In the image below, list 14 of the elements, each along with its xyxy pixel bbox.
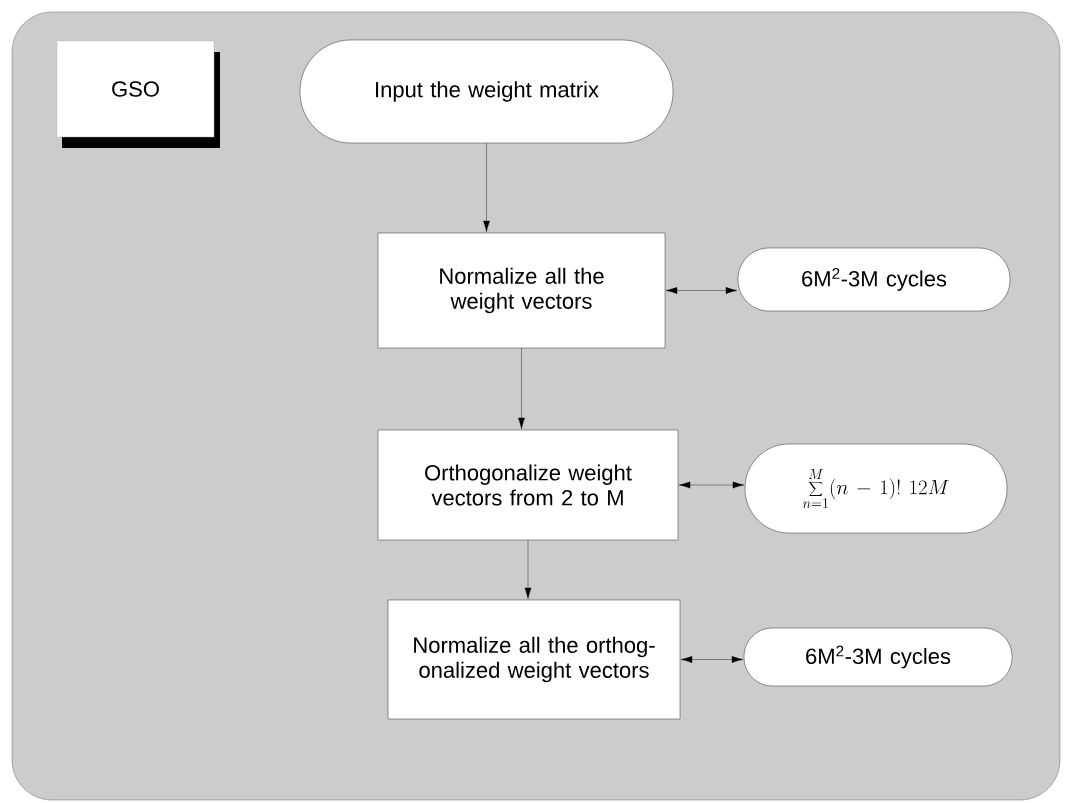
arrow <box>679 481 744 489</box>
terminal-box: 6M$^{2}$-3M cycles <box>743 627 1013 687</box>
arrow <box>666 287 737 294</box>
terminal-box: 6M$^{2}$-3M cycles <box>737 247 1011 312</box>
process-box: Normalize all the orthog-onalized weight vectors <box>387 599 681 720</box>
process-box: Normalize all the weight vectors <box>377 232 666 349</box>
arrow <box>483 143 490 232</box>
arrow <box>524 540 532 599</box>
arrow <box>518 348 525 429</box>
terminal-box: Input the weight matrix <box>299 39 674 144</box>
arrow <box>681 656 743 663</box>
title-box: GSO <box>56 40 220 148</box>
process-box: Orthogonalize weight vectors from 2 to M <box>377 429 679 541</box>
terminal-box: $\sum_{n=1}^{M}(n-1)!\ 12M$ <box>744 443 1008 534</box>
